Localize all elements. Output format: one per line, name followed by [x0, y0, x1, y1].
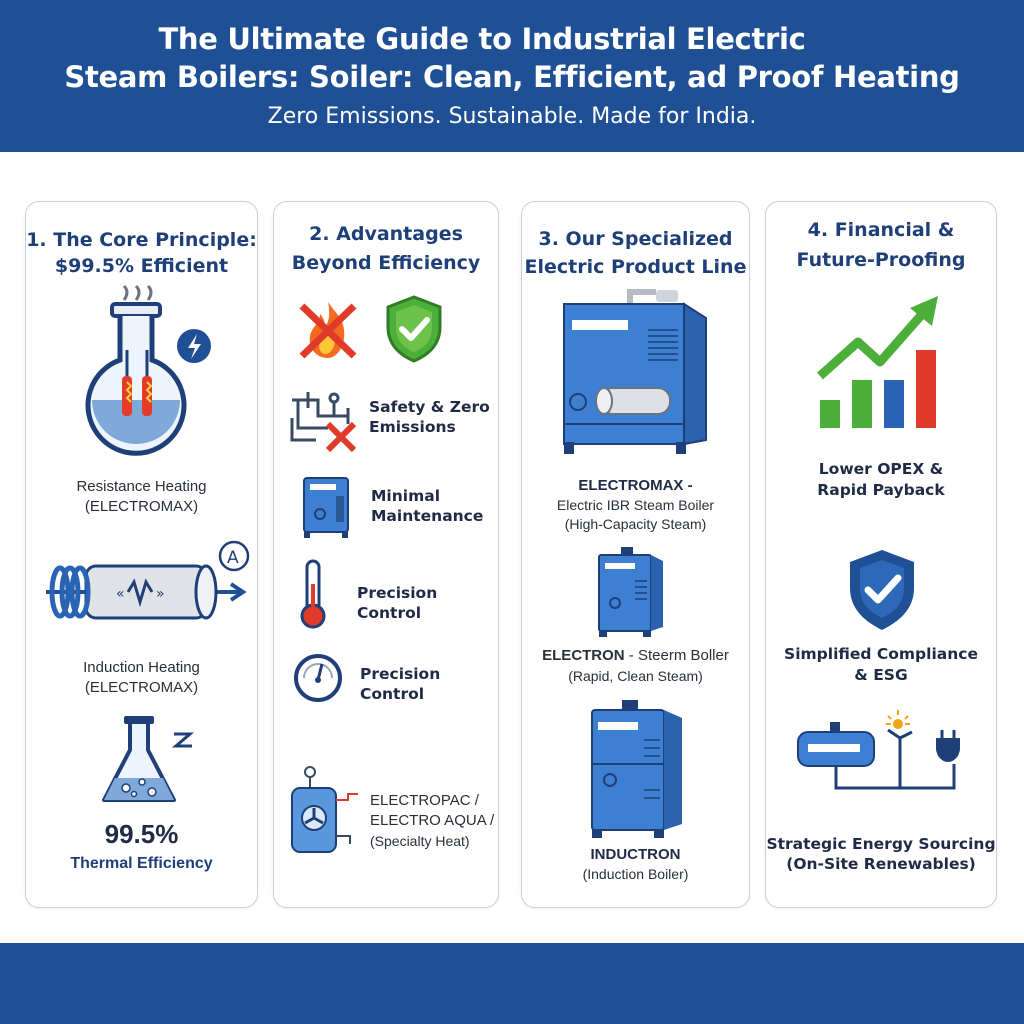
card1-item2-line1: Induction Heating: [83, 659, 200, 676]
card3-p2-name: ELECTRON: [542, 647, 625, 664]
card2-item3: Precision Control: [357, 584, 438, 622]
card1-item2-line2: (ELECTROMAX): [84, 679, 199, 696]
card3-p1-name: ELECTROMAX -: [578, 477, 693, 494]
page-title-line2: Steam Boilers: Soiler: Clean, Efficient,…: [64, 60, 960, 94]
page-title-line1: The Ultimate Guide to Industrial Electri…: [158, 22, 806, 56]
svg-text:«: «: [116, 586, 125, 602]
card1-item1-line2: (ELECTROMAX): [84, 498, 199, 515]
no-pipes-icon: [290, 392, 357, 453]
electromax-boiler-image: [563, 289, 707, 454]
card1-stat-value: 99.5%: [104, 819, 179, 849]
card4-title-line1: 4. Financial &: [807, 219, 955, 241]
card4-item2-line2: & ESG: [854, 666, 908, 684]
inductron-boiler-image: [591, 700, 682, 838]
card4-item3-line2: (On-Site Renewables): [786, 855, 976, 873]
card2-item5-line2: ELECTRO AQUA /: [370, 812, 495, 829]
compliance-shield-icon: [850, 550, 914, 630]
safety-shield-icon: [386, 295, 442, 363]
card4-item2-line1: Simplified Compliance: [784, 645, 978, 663]
card3-p1-line3: (High-Capacity Steam): [564, 516, 707, 532]
card3-p1-line2: Electric IBR Steam Boiler: [556, 497, 715, 513]
small-boiler-icon: [303, 477, 349, 538]
no-fire-icon: [299, 302, 357, 359]
card4-item1-line1: Lower OPEX &: [818, 460, 944, 478]
card2-item5-line3: (Specialty Heat): [370, 833, 470, 849]
card2-item5-line1: ELECTROPAC /: [370, 792, 479, 809]
card2-item2-line1: Minimal: [371, 487, 441, 505]
svg-text:A: A: [227, 548, 239, 568]
electron-boiler-image: [598, 547, 663, 637]
card2-item4: Precision Control: [360, 665, 441, 703]
card-advantages: 2. Advantages Beyond Efficiency Safety &…: [273, 201, 499, 908]
footer-bar: [0, 943, 1024, 1024]
card3-title-line2: Electric Product Line: [524, 256, 747, 278]
growth-chart-icon: [816, 296, 938, 428]
card3-p2-rest: - Steerm Boller: [624, 647, 729, 664]
card1-title-line2: $99.5% Efficient: [54, 255, 229, 277]
card4-item3-line1: Strategic Energy Sourcing: [766, 835, 996, 853]
card2-item1-line1: Safety & Zero: [369, 398, 490, 416]
header-banner: The Ultimate Guide to Industrial Electri…: [0, 0, 1024, 152]
card1-item1-line1: Resistance Heating: [76, 478, 207, 495]
card3-p3-line2: (Induction Boiler): [582, 866, 689, 882]
card-product-line: 3. Our Specialized Electric Product Line…: [521, 201, 750, 908]
page-subtitle: Zero Emissions. Sustainable. Made for In…: [267, 104, 757, 129]
gauge-icon: [294, 654, 342, 702]
renewables-icon: [797, 710, 960, 790]
resistance-flask-icon: [85, 284, 211, 456]
erlenmeyer-flask-icon: [102, 716, 195, 802]
card2-item1-line2: Emissions: [369, 418, 456, 436]
card-financial: 4. Financial & Future-Proofing Lower OPE…: [765, 201, 997, 908]
card1-stat-label: Thermal Efficiency: [70, 855, 213, 872]
card3-p3-name: INDUCTRON: [590, 846, 681, 863]
card4-title-line2: Future-Proofing: [796, 249, 966, 271]
card-core-principle: 1. The Core Principle: $99.5% Efficient …: [25, 201, 258, 908]
card2-title-line2: Beyond Efficiency: [291, 252, 481, 274]
card3-title-line1: 3. Our Specialized: [538, 228, 733, 250]
water-heater-icon: [291, 766, 358, 853]
card4-item1-line2: Rapid Payback: [817, 481, 945, 499]
card1-title-line1: 1. The Core Principle:: [26, 229, 257, 251]
svg-text:»: »: [156, 586, 165, 602]
card3-p2-line1: ELECTRON - Steerm Boller: [522, 646, 749, 666]
card2-title-line1: 2. Advantages: [309, 223, 463, 245]
thermometer-icon: [300, 559, 326, 629]
induction-coil-icon: « » A: [46, 540, 250, 620]
card2-item2-line2: Maintenance: [371, 507, 484, 525]
card3-p2-line2: (Rapid, Clean Steam): [568, 668, 703, 684]
